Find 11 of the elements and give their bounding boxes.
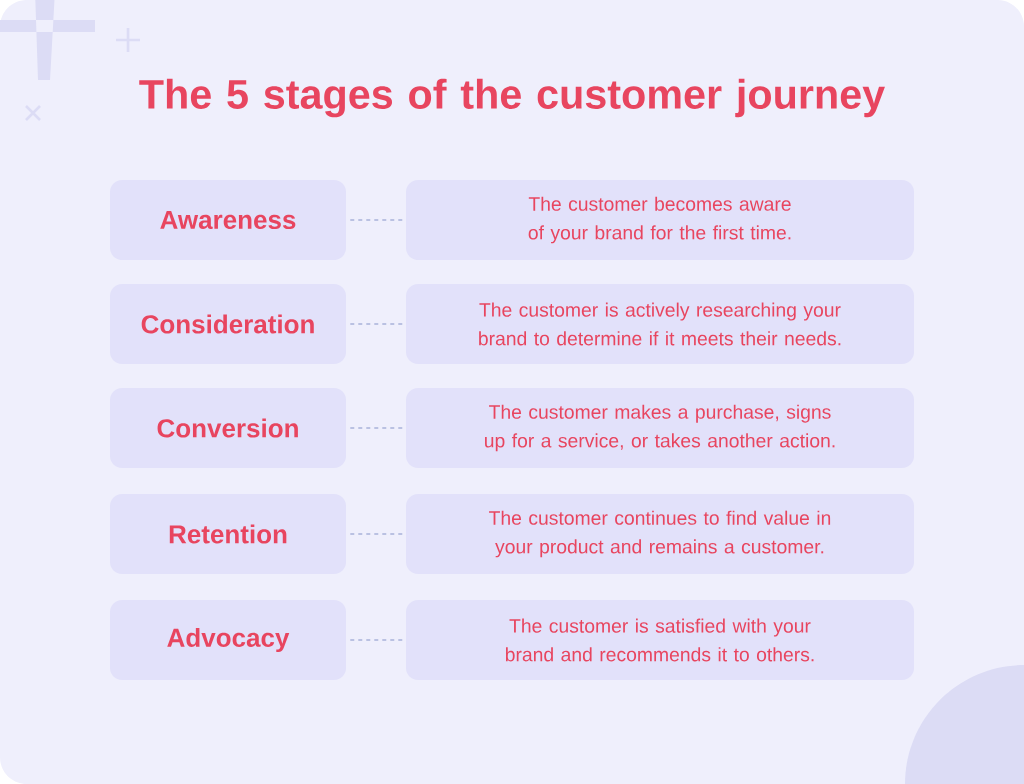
stage-box: Conversion	[110, 388, 346, 468]
description-box: The customer continues to find value in your product and remains a customer.	[406, 494, 914, 574]
description-box: The customer becomes aware of your brand for the first time.	[406, 180, 914, 260]
description-box: The customer is satisfied with your brand and recommends it to others.	[406, 600, 914, 680]
description-box: The customer is actively researching your brand to determine if it meets their needs.	[406, 284, 914, 364]
stage-box: Advocacy	[110, 600, 346, 680]
stage-box: Awareness	[110, 180, 346, 260]
stage-box: Consideration	[110, 284, 346, 364]
title: The 5 stages of the customer journey	[139, 78, 885, 118]
stage-box: Retention	[110, 494, 346, 574]
description-box: The customer makes a purchase, signs up for a service, or takes another action.	[406, 388, 914, 468]
